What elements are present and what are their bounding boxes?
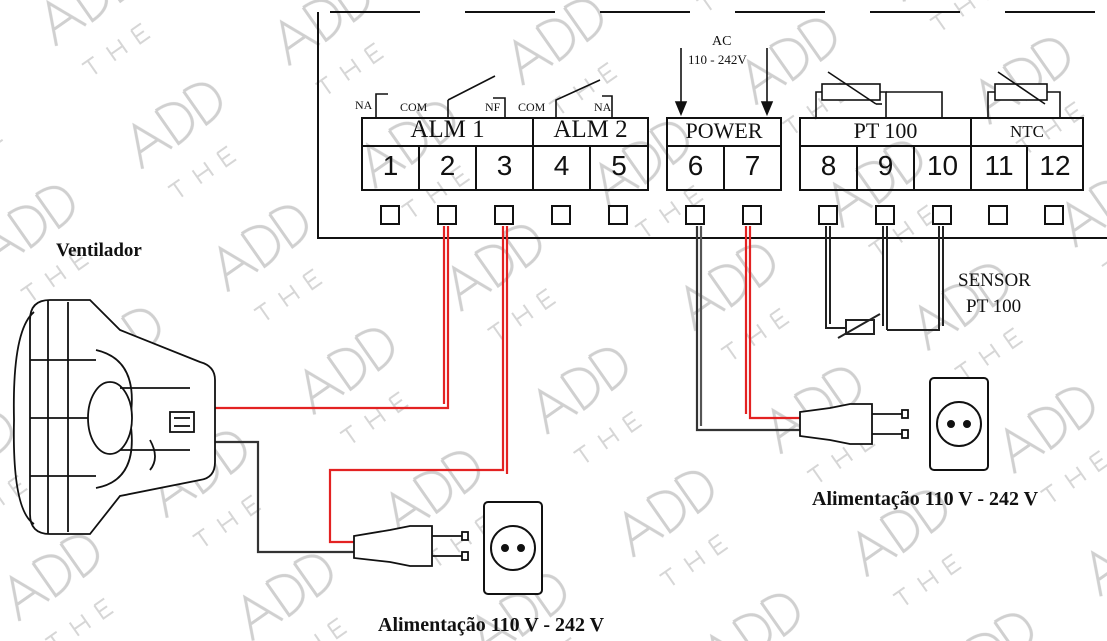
group-label-ntc: NTC [1010,122,1044,141]
plug-bottom [353,525,469,567]
controller-housing [317,11,1107,239]
screw-terminals [380,205,1064,225]
socket-right [929,377,989,471]
sensor-symbols-top [815,71,1061,118]
terminal-number-7: 7 [744,150,761,181]
group-label-power: POWER [685,118,763,143]
terminal-number-5: 5 [611,150,627,181]
screw-terminal-1 [380,205,400,225]
fan-wiring [215,226,509,554]
fan-illustration [12,299,216,535]
terminal-number-6: 6 [687,150,704,181]
terminal-number-4: 4 [553,150,570,181]
sensor-label-line1: SENSOR [958,270,1031,291]
group-label-pt100: PT 100 [853,118,918,143]
group-label-alm2: ALM 2 [553,116,628,143]
terminal-number-10: 10 [926,150,959,181]
screw-terminal-5 [608,205,628,225]
terminal-number-9: 9 [877,150,894,181]
relay-contact-symbols [375,75,613,118]
contact-label-alm1-com: COM [400,100,428,114]
screw-terminal-7 [742,205,762,225]
screw-terminal-12 [1044,205,1064,225]
contact-label-alm2-com: COM [518,100,546,114]
screw-terminal-6 [685,205,705,225]
pt100-sensor-wiring [825,226,944,339]
terminal-number-2: 2 [439,150,456,181]
ac-label-line2: 110 - 242V [688,52,747,67]
screw-terminal-11 [988,205,1008,225]
sensor-label-line2: PT 100 [966,296,1022,317]
screw-terminal-10 [932,205,952,225]
ac-input-arrows [674,48,774,117]
ac-label-line1: AC [712,34,732,49]
supply-label-right: Alimentação 110 V - 242 V [812,488,1039,510]
screw-terminal-8 [818,205,838,225]
contact-label-alm1-na: NA [355,98,373,112]
group-label-alm1: ALM 1 [410,116,485,143]
contact-label-alm1-nf: NF [485,100,501,114]
screw-terminal-9 [875,205,895,225]
contact-label-alm2-na: NA [594,100,612,114]
terminal-number-8: 8 [820,150,837,181]
terminal-number-1: 1 [382,150,399,181]
terminal-number-11: 11 [984,150,1014,181]
terminal-number-3: 3 [496,150,513,181]
power-wiring [695,226,812,432]
socket-bottom [483,501,543,595]
fan-label: Ventilador [56,240,142,261]
screw-terminal-2 [437,205,457,225]
terminal-number-12: 12 [1039,150,1071,181]
screw-terminal-4 [551,205,571,225]
supply-label-bottom: Alimentação 110 V - 242 V [378,614,605,636]
plug-right [799,403,909,445]
screw-terminal-3 [494,205,514,225]
